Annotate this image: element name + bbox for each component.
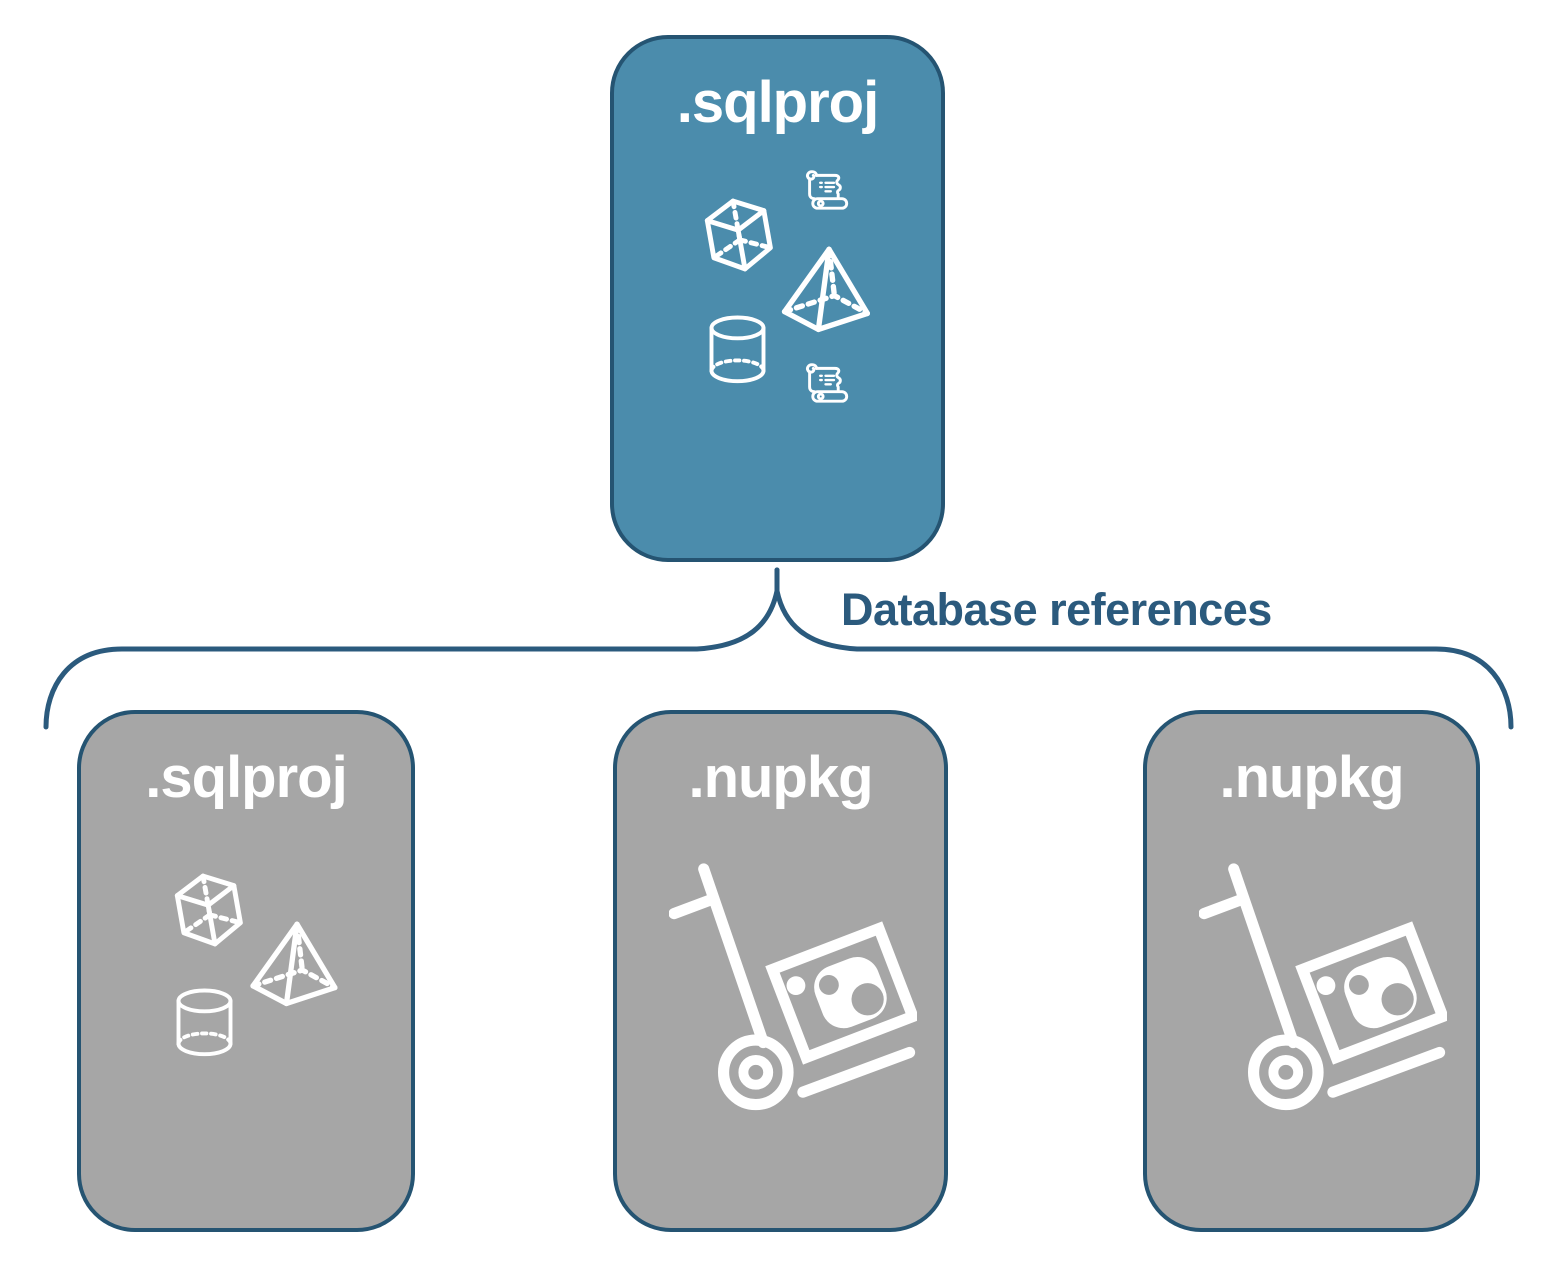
node-title: .sqlproj xyxy=(145,745,347,810)
database-cylinder-icon xyxy=(705,312,770,388)
node-root-sqlproj: .sqlproj xyxy=(610,35,945,562)
cube-icon xyxy=(694,194,784,276)
database-references-label: Database references xyxy=(841,584,1272,635)
node-title: .nupkg xyxy=(1219,745,1404,810)
pyramid-icon xyxy=(775,244,876,333)
cube-icon xyxy=(164,869,254,951)
node-child-nupkg-1: .nupkg xyxy=(613,710,948,1232)
hand-truck-package-icon xyxy=(1199,862,1447,1114)
node-title: .sqlproj xyxy=(676,70,879,135)
hand-truck-package-icon xyxy=(669,862,917,1114)
node-child-nupkg-2: .nupkg xyxy=(1143,710,1480,1232)
node-title: .nupkg xyxy=(688,745,873,810)
script-scroll-icon xyxy=(798,169,853,222)
database-cylinder-icon xyxy=(172,985,237,1061)
script-scroll-icon xyxy=(798,362,853,415)
pyramid-icon xyxy=(244,919,343,1007)
node-child-sqlproj: .sqlproj xyxy=(77,710,415,1232)
